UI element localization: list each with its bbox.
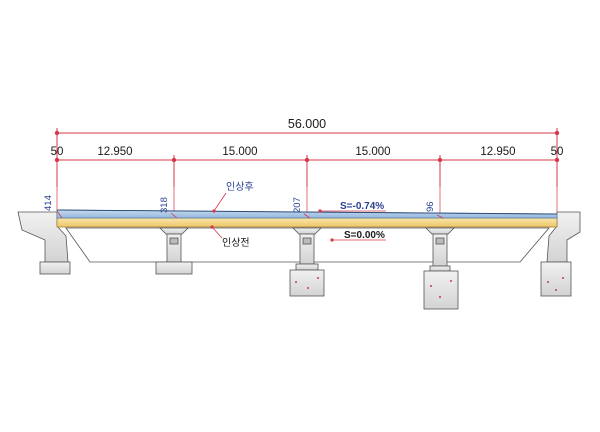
dimension-ticks bbox=[54, 130, 560, 163]
dimension-lines bbox=[56, 128, 558, 218]
deck-before-lift bbox=[56, 217, 558, 228]
total-dimension-label: 56.000 bbox=[288, 117, 326, 131]
label-after-lift: 인상후 bbox=[226, 181, 254, 193]
callout-after-lift: 인상후 bbox=[212, 181, 254, 213]
pier-2 bbox=[289, 227, 325, 297]
pier-1 bbox=[155, 227, 193, 275]
dim-tick bbox=[304, 157, 310, 163]
dim-tick bbox=[437, 157, 443, 163]
slope-before: S=0.00% bbox=[330, 230, 386, 242]
dim-tick bbox=[171, 157, 177, 163]
pier-3 bbox=[423, 227, 459, 310]
segment-dim-right-offset: 50 bbox=[551, 146, 564, 158]
lift-markers bbox=[56, 210, 444, 219]
lift-value-pier1: 318 bbox=[159, 197, 170, 213]
dim-tick bbox=[54, 130, 60, 136]
slope-after: S=-0.74% bbox=[318, 201, 386, 213]
segment-dim-span4: 12.950 bbox=[480, 146, 515, 158]
segment-dim-left-offset: 50 bbox=[51, 146, 64, 158]
lift-value-pier2: 207 bbox=[292, 197, 303, 213]
slope-after-label: S=-0.74% bbox=[340, 201, 384, 212]
dim-tick bbox=[554, 130, 560, 136]
dim-tick bbox=[554, 157, 560, 163]
dim-tick bbox=[54, 157, 60, 163]
lift-value-abutment: 414 bbox=[43, 195, 54, 211]
lift-value-pier3: 96 bbox=[425, 201, 436, 212]
label-before-lift: 인상전 bbox=[222, 237, 250, 249]
deck-after-top-line bbox=[56, 209, 558, 215]
segment-dim-span2: 15.000 bbox=[222, 146, 257, 158]
slope-before-label: S=0.00% bbox=[344, 230, 385, 241]
segment-dim-span1: 12.950 bbox=[97, 146, 132, 158]
left-abutment bbox=[17, 211, 71, 275]
callout-before-lift: 인상전 bbox=[210, 225, 250, 249]
segment-dim-span3: 15.000 bbox=[355, 146, 390, 158]
